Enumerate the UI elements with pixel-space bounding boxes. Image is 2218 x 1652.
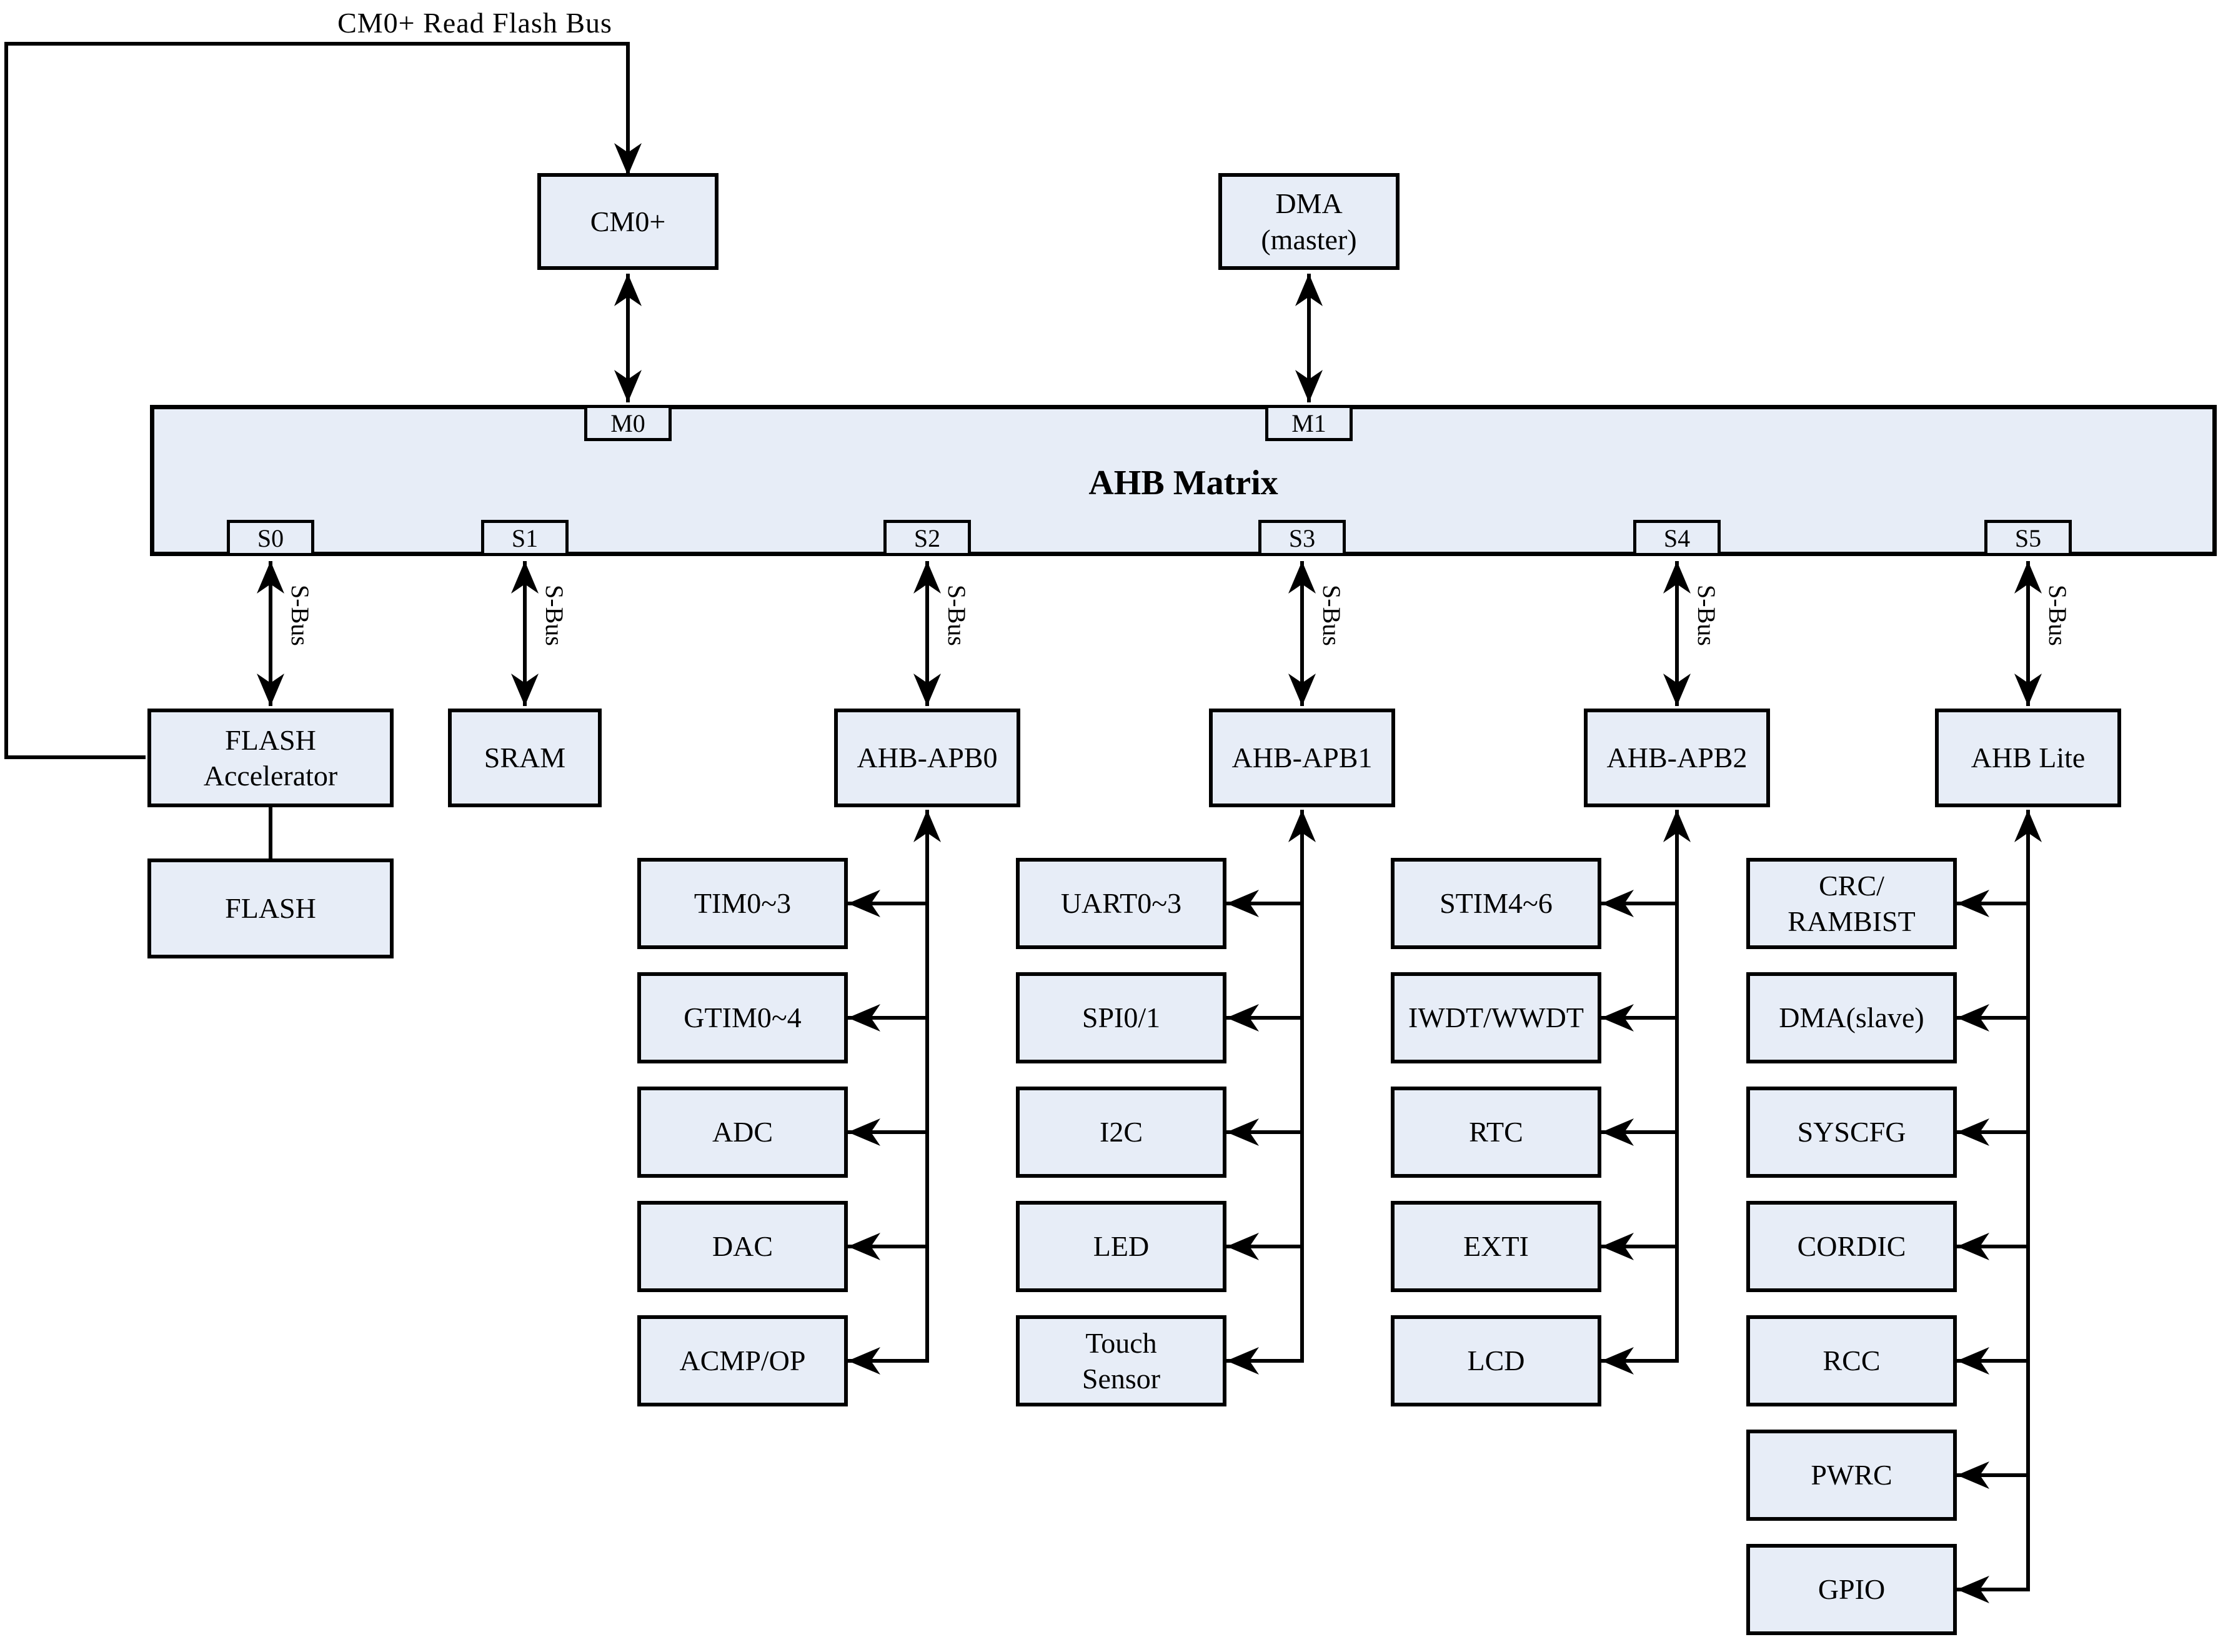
iwdt-wwdt-label: IWDT/WWDT [1408,1002,1584,1034]
uart0-3-box: UART0~3 [1016,858,1226,949]
syscfg-box: SYSCFG [1746,1087,1957,1178]
ahblite-trunk [1957,810,2042,1603]
pwrc-box: PWRC [1746,1430,1957,1521]
ahb-lite-box: AHB Lite [1935,709,2121,807]
ahb-apb0-label: AHB-APB0 [857,742,998,774]
s5-sbus-label: S-Bus [2044,585,2072,646]
touch-sensor-line1: Touch [1085,1326,1157,1359]
cordic-box: CORDIC [1746,1201,1957,1292]
flash-accelerator-line2: Accelerator [203,760,338,792]
tim0-3-label: TIM0~3 [694,887,792,920]
s4-sbus-label: S-Bus [1693,585,1721,646]
touch-sensor-box: Touch Sensor [1016,1315,1226,1406]
stim4-6-box: STIM4~6 [1391,858,1601,949]
cm0-read-flash-bus-label: CM0+ Read Flash Bus [337,7,612,39]
cm0plus-label: CM0+ [590,205,666,237]
flash-box: FLASH [147,858,394,958]
port-m1-label: M1 [1291,409,1326,437]
matrix-port-s2: S2 [883,520,971,556]
lcd-box: LCD [1391,1315,1601,1406]
port-s2-label: S2 [913,524,941,552]
flash-label: FLASH [225,892,316,925]
matrix-port-s1: S1 [481,520,569,556]
matrix-port-s5: S5 [1984,520,2072,556]
exti-label: EXTI [1463,1230,1529,1263]
rtc-box: RTC [1391,1087,1601,1178]
gpio-box: GPIO [1746,1544,1957,1635]
tim0-3-box: TIM0~3 [637,858,848,949]
matrix-port-s4: S4 [1633,520,1721,556]
port-s1-label: S1 [511,524,539,552]
led-box: LED [1016,1201,1226,1292]
stim4-6-label: STIM4~6 [1440,887,1553,920]
lcd-label: LCD [1467,1345,1525,1377]
ahb-apb2-box: AHB-APB2 [1584,709,1770,807]
acmp-op-box: ACMP/OP [637,1315,848,1406]
crc-rambist-line2: RAMBIST [1788,905,1916,937]
i2c-box: I2C [1016,1087,1226,1178]
dma-master-label-line1: DMA [1275,187,1343,219]
iwdt-wwdt-box: IWDT/WWDT [1391,972,1601,1063]
crc-rambist-box: CRC/ RAMBIST [1746,858,1957,949]
rcc-label: RCC [1823,1345,1881,1377]
s1-sbus-label: S-Bus [540,585,569,646]
touch-sensor-line2: Sensor [1082,1363,1161,1395]
adc-label: ADC [712,1116,773,1148]
dac-label: DAC [712,1230,773,1263]
ahb-matrix-title: AHB Matrix [1088,464,1278,502]
dma-master-label-line2: (master) [1261,223,1357,256]
ahb-apb1-box: AHB-APB1 [1209,709,1395,807]
led-label: LED [1093,1230,1150,1263]
port-m0-label: M0 [610,409,645,437]
cm0plus-box: CM0+ [537,173,719,270]
uart0-3-label: UART0~3 [1060,887,1182,920]
matrix-port-s3: S3 [1258,520,1346,556]
port-s0-label: S0 [257,524,284,552]
matrix-port-m1: M1 [1265,405,1353,441]
ahb-apb1-label: AHB-APB1 [1231,742,1373,774]
syscfg-label: SYSCFG [1797,1116,1906,1148]
acmp-op-label: ACMP/OP [679,1345,806,1377]
apb0-trunk [848,810,941,1375]
port-s4-label: S4 [1663,524,1691,552]
dma-master-box: DMA (master) [1218,173,1400,270]
gtim0-4-box: GTIM0~4 [637,972,848,1063]
dma-slave-label: DMA(slave) [1779,1002,1924,1034]
ahb-apb0-box: AHB-APB0 [834,709,1020,807]
dac-box: DAC [637,1201,848,1292]
ahb-lite-label: AHB Lite [1971,742,2086,774]
s3-sbus-label: S-Bus [1318,585,1346,646]
rtc-label: RTC [1469,1116,1523,1148]
flash-accelerator-box: FLASH Accelerator [147,709,394,807]
sram-label: SRAM [484,742,566,774]
crc-rambist-line1: CRC/ [1819,869,1884,902]
s2-sbus-label: S-Bus [943,585,971,646]
rcc-box: RCC [1746,1315,1957,1406]
gpio-label: GPIO [1818,1573,1886,1606]
apb2-trunk [1601,810,1691,1375]
cm0-read-flash-bus-wire [4,42,642,759]
spi0-1-box: SPI0/1 [1016,972,1226,1063]
pwrc-label: PWRC [1811,1459,1892,1491]
port-s5-label: S5 [2014,524,2042,552]
flash-accelerator-line1: FLASH [225,724,316,756]
dma-slave-box: DMA(slave) [1746,972,1957,1063]
cordic-label: CORDIC [1797,1230,1906,1263]
sram-box: SRAM [448,709,602,807]
s0-sbus-label: S-Bus [286,585,314,646]
adc-box: ADC [637,1087,848,1178]
matrix-port-m0: M0 [584,405,672,441]
i2c-label: I2C [1100,1116,1143,1148]
apb1-trunk [1226,810,1316,1375]
port-s3-label: S3 [1288,524,1316,552]
exti-box: EXTI [1391,1201,1601,1292]
spi0-1-label: SPI0/1 [1082,1002,1161,1034]
matrix-port-s0: S0 [227,520,314,556]
gtim0-4-label: GTIM0~4 [684,1002,802,1034]
ahb-apb2-label: AHB-APB2 [1606,742,1748,774]
